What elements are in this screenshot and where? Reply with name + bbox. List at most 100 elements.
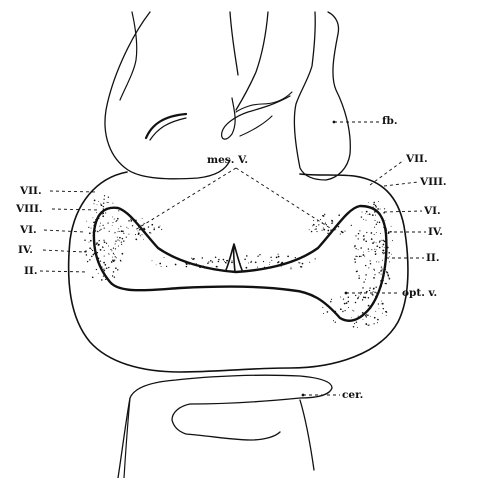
stipple-dot	[299, 262, 300, 263]
stipple-dot	[358, 296, 359, 297]
leader-l-viii	[52, 209, 98, 210]
stipple-dot	[151, 233, 152, 234]
stipple-dot	[382, 246, 383, 247]
stipple-dot	[100, 229, 101, 230]
stipple-dot	[385, 283, 386, 284]
stipple-dot	[359, 256, 360, 257]
stipple-dot	[223, 259, 225, 261]
stipple-dot	[111, 261, 113, 263]
stipple-dot	[218, 261, 220, 263]
stipple-dot	[334, 229, 335, 230]
stipple-dot	[95, 230, 96, 231]
stipple-dot	[373, 323, 374, 324]
stipple-dot	[311, 231, 313, 233]
stipple-dot	[100, 260, 101, 261]
stipple-dot	[91, 228, 92, 229]
marker-opt	[345, 292, 348, 295]
stipple-dot	[323, 313, 324, 314]
stipple-dot	[377, 322, 378, 323]
stipple-dot	[322, 215, 323, 216]
stipple-dot	[92, 235, 93, 236]
stipple-dot	[366, 220, 367, 221]
stipple-dot	[89, 232, 91, 234]
stipple-dot	[115, 267, 117, 269]
stipple-dot	[153, 229, 155, 231]
stipple-dot	[264, 267, 265, 268]
stipple-dot	[369, 213, 371, 215]
stipple-dot	[335, 311, 336, 312]
stipple-dot	[133, 218, 134, 219]
stipple-dot	[118, 246, 119, 247]
stipple-dot	[234, 266, 235, 267]
stipple-dot	[379, 272, 380, 273]
stipple-dot	[360, 256, 361, 257]
leader-r-viii	[384, 182, 418, 186]
stipple-dot	[368, 248, 369, 249]
stipple-dot	[354, 245, 356, 247]
stipple-dot	[364, 256, 365, 257]
stipple-dot	[363, 219, 364, 220]
stipple-dot	[246, 267, 248, 269]
stipple-dot	[377, 208, 379, 210]
stipple-dot	[126, 237, 127, 238]
stipple-dot	[376, 261, 377, 262]
stipple-dot	[344, 310, 345, 311]
stipple-dot	[135, 220, 136, 221]
stipple-dot	[113, 253, 114, 254]
stipple-dot	[302, 263, 304, 265]
label-right-vi: VI.	[424, 205, 441, 217]
stipple-dot	[118, 210, 119, 211]
stipple-dot	[358, 233, 360, 235]
stipple-dot	[385, 245, 387, 247]
stipple-dot	[128, 220, 129, 221]
stipple-dot	[355, 261, 356, 262]
stipple-dot	[103, 275, 104, 276]
stipple-dot	[380, 233, 381, 234]
stipple-dot	[210, 260, 212, 262]
stipple-dot	[376, 249, 377, 250]
label-left-vii: VII.	[20, 185, 42, 197]
stipple-dot	[121, 230, 123, 232]
stipple-dot	[291, 267, 292, 268]
stipple-dot	[366, 312, 367, 313]
stipple-dot	[93, 232, 94, 233]
stipple-dot	[112, 222, 113, 223]
stipple-dot	[105, 279, 106, 280]
stipple-dot	[89, 259, 90, 260]
stipple-dot	[105, 277, 106, 278]
stipple-dot	[114, 259, 115, 260]
leader-mes-right	[236, 168, 330, 228]
stipple-dot	[375, 311, 376, 312]
stipple-dot	[106, 268, 107, 269]
label-right-viii: VIII.	[420, 176, 447, 188]
stipple-dot	[374, 211, 376, 213]
stipple-dot	[358, 297, 359, 298]
stipple-dot	[342, 232, 343, 233]
stipple-dot	[366, 323, 367, 324]
stipple-dot	[348, 296, 350, 298]
stipple-dot	[89, 242, 90, 243]
stipple-dot	[128, 228, 129, 229]
leader-l-vii	[50, 191, 96, 192]
stipple-dot	[316, 231, 317, 232]
stipple-dot	[326, 224, 327, 225]
stipple-dot	[103, 206, 104, 207]
stipple-dot	[132, 225, 133, 226]
stipple-dot	[115, 248, 116, 249]
stipple-dot	[356, 271, 357, 272]
stipple-dot	[102, 246, 103, 247]
stipple-dot	[246, 255, 248, 257]
stipple-dot	[194, 263, 195, 264]
stipple-dot	[375, 215, 376, 216]
stipple-dot	[327, 230, 329, 232]
stipple-dot	[166, 266, 167, 267]
label-right-vii: VII.	[406, 153, 428, 165]
label-cer: cer.	[342, 389, 363, 401]
stipple-dot	[340, 234, 341, 235]
stipple-dot	[330, 301, 332, 303]
stipple-dot	[98, 244, 100, 246]
stipple-dot	[363, 281, 364, 282]
stipple-dot	[365, 315, 367, 317]
stipple-dot	[154, 228, 155, 229]
stipple-dot	[250, 261, 251, 262]
